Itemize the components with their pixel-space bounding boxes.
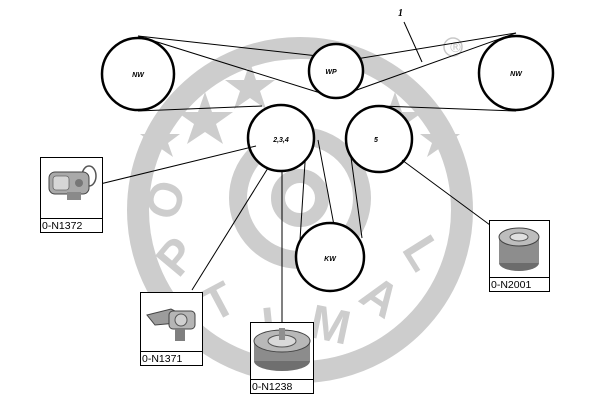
callout-number: 1: [398, 8, 403, 19]
belt-segment: [349, 149, 363, 239]
watermark-center-ring: [271, 169, 329, 227]
pulley-tensioner-234: 2,3,4: [246, 103, 316, 173]
pulley-ring: [246, 103, 316, 173]
pulley-wp: WP: [307, 42, 365, 100]
watermark-star-mid: [225, 62, 275, 109]
pulley-label-234: 2,3,4: [272, 137, 289, 144]
leader-n1371: [191, 167, 269, 291]
part-code: 0-N1238: [252, 381, 293, 393]
hydraulic-damper-icon: [48, 165, 97, 200]
part-box-divider: [251, 379, 313, 380]
watermark-star-far-right: [420, 120, 460, 157]
watermark-star-far-left: [140, 120, 180, 157]
pulley-ring: [307, 42, 365, 100]
pulley-label-wp: WP: [325, 69, 337, 76]
pulley-nw-right: NW: [477, 34, 555, 112]
pulley-ring: [344, 104, 414, 174]
pulley-ring: [477, 34, 555, 112]
part-code: 0-N1371: [142, 353, 183, 365]
part-box-n1238[interactable]: 0-N1238: [250, 322, 314, 394]
part-box-divider: [41, 218, 102, 219]
callout-leader-line: [403, 21, 423, 63]
pulley-label-nw-right: NW: [510, 71, 523, 78]
pulley-label-nw-left: NW: [132, 72, 145, 79]
belt-segment: [349, 32, 517, 61]
pulley-idler-5: 5: [344, 104, 414, 174]
pulley-ring: [294, 221, 366, 293]
tensioner-lever-icon: [146, 308, 196, 341]
pulley-label-5: 5: [374, 137, 378, 144]
pulley-ring: [100, 36, 176, 112]
belt-segment: [379, 105, 517, 112]
belt-segment: [299, 146, 307, 241]
part-box-n1372[interactable]: 0-N1372: [40, 157, 103, 233]
pulley-nw-left: NW: [100, 36, 176, 112]
belt: [137, 32, 517, 241]
pulley-label-kw: KW: [324, 256, 337, 263]
watermark-star-left: [177, 92, 233, 144]
belt-segment: [317, 139, 337, 237]
part-box-n1371[interactable]: 0-N1371: [140, 292, 203, 366]
part-box-divider: [490, 277, 549, 278]
belt-segment: [137, 35, 319, 57]
tensioner-pulley-icon: [253, 328, 311, 371]
registered-mark: ®: [449, 40, 463, 56]
belt-segment: [339, 32, 517, 97]
part-box-n2001[interactable]: 0-N2001: [489, 220, 550, 292]
leader-n2001: [401, 159, 491, 226]
part-code: 0-N1372: [42, 220, 83, 232]
part-leaders: [95, 145, 491, 324]
belt-segment: [137, 105, 263, 112]
belt-segment: [137, 35, 331, 97]
idler-pulley-icon: [498, 227, 540, 271]
pulley-kw: KW: [294, 221, 366, 293]
leader-n1372: [95, 145, 257, 186]
part-code: 0-N2001: [491, 279, 532, 291]
part-box-divider: [141, 351, 202, 352]
